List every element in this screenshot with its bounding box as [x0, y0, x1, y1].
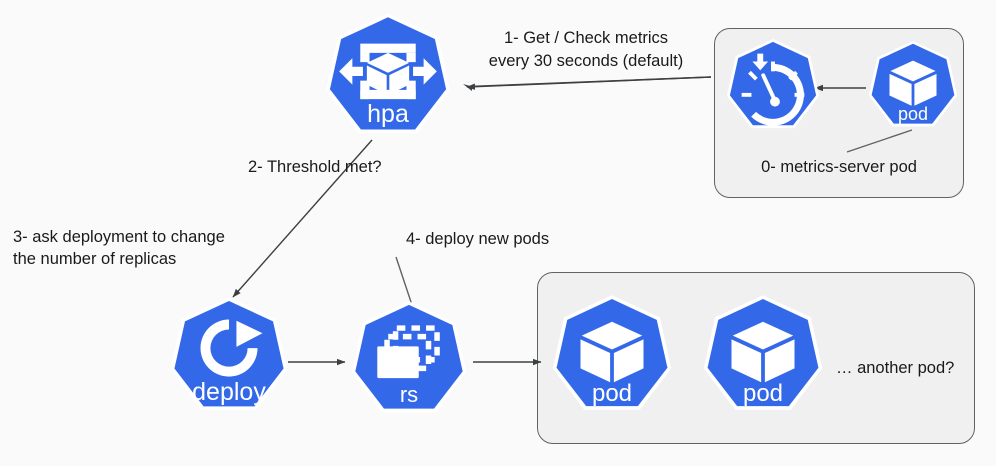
edge-metrics-to-hpa-arrow: [469, 76, 712, 88]
metrics-heptagon: [729, 41, 817, 126]
hpa-heptagon: [329, 17, 447, 130]
leader-step4-caption: [395, 256, 413, 306]
edge-metrics-to-hpa-head: [463, 84, 472, 91]
pods-group-caption: … another pod?: [836, 359, 955, 377]
pod-one-heptagon: [556, 299, 668, 407]
node-metrics-server[interactable]: [724, 38, 822, 136]
metrics-pod-heptagon: [871, 43, 955, 124]
metrics-server-group-caption: 0- metrics-server pod: [761, 158, 917, 176]
metrics-gauge-icon: [741, 53, 805, 126]
edge-label-step3-line2: the number of replicas: [13, 250, 177, 268]
edge-metrics-to-hpa: [466, 76, 712, 90]
pod-two-heptagon: [707, 299, 819, 407]
node-metrics-pod[interactable]: pod: [866, 40, 960, 134]
edge-label-step1-line2: every 30 seconds (default): [488, 52, 684, 70]
hpa-scale-cube-icon: [339, 43, 437, 100]
node-hpa[interactable]: hpa: [322, 12, 454, 144]
deploy-heptagon: [174, 300, 284, 407]
node-pod-one[interactable]: pod: [549, 294, 675, 420]
replicaset-stack-icon: [377, 325, 440, 379]
edge-label-step1-line1: 1- Get / Check metrics: [503, 29, 669, 47]
edge-label-step4: 4- deploy new pods: [406, 230, 550, 248]
node-deploy[interactable]: deploy: [167, 296, 291, 420]
edge-label-step3-line1: 3- ask deployment to change: [13, 228, 225, 246]
edge-label-step2: 2- Threshold met?: [248, 158, 382, 176]
deployment-refresh-icon: [200, 319, 263, 377]
node-pod-two[interactable]: pod: [700, 294, 826, 420]
node-rs[interactable]: rs: [348, 300, 470, 422]
